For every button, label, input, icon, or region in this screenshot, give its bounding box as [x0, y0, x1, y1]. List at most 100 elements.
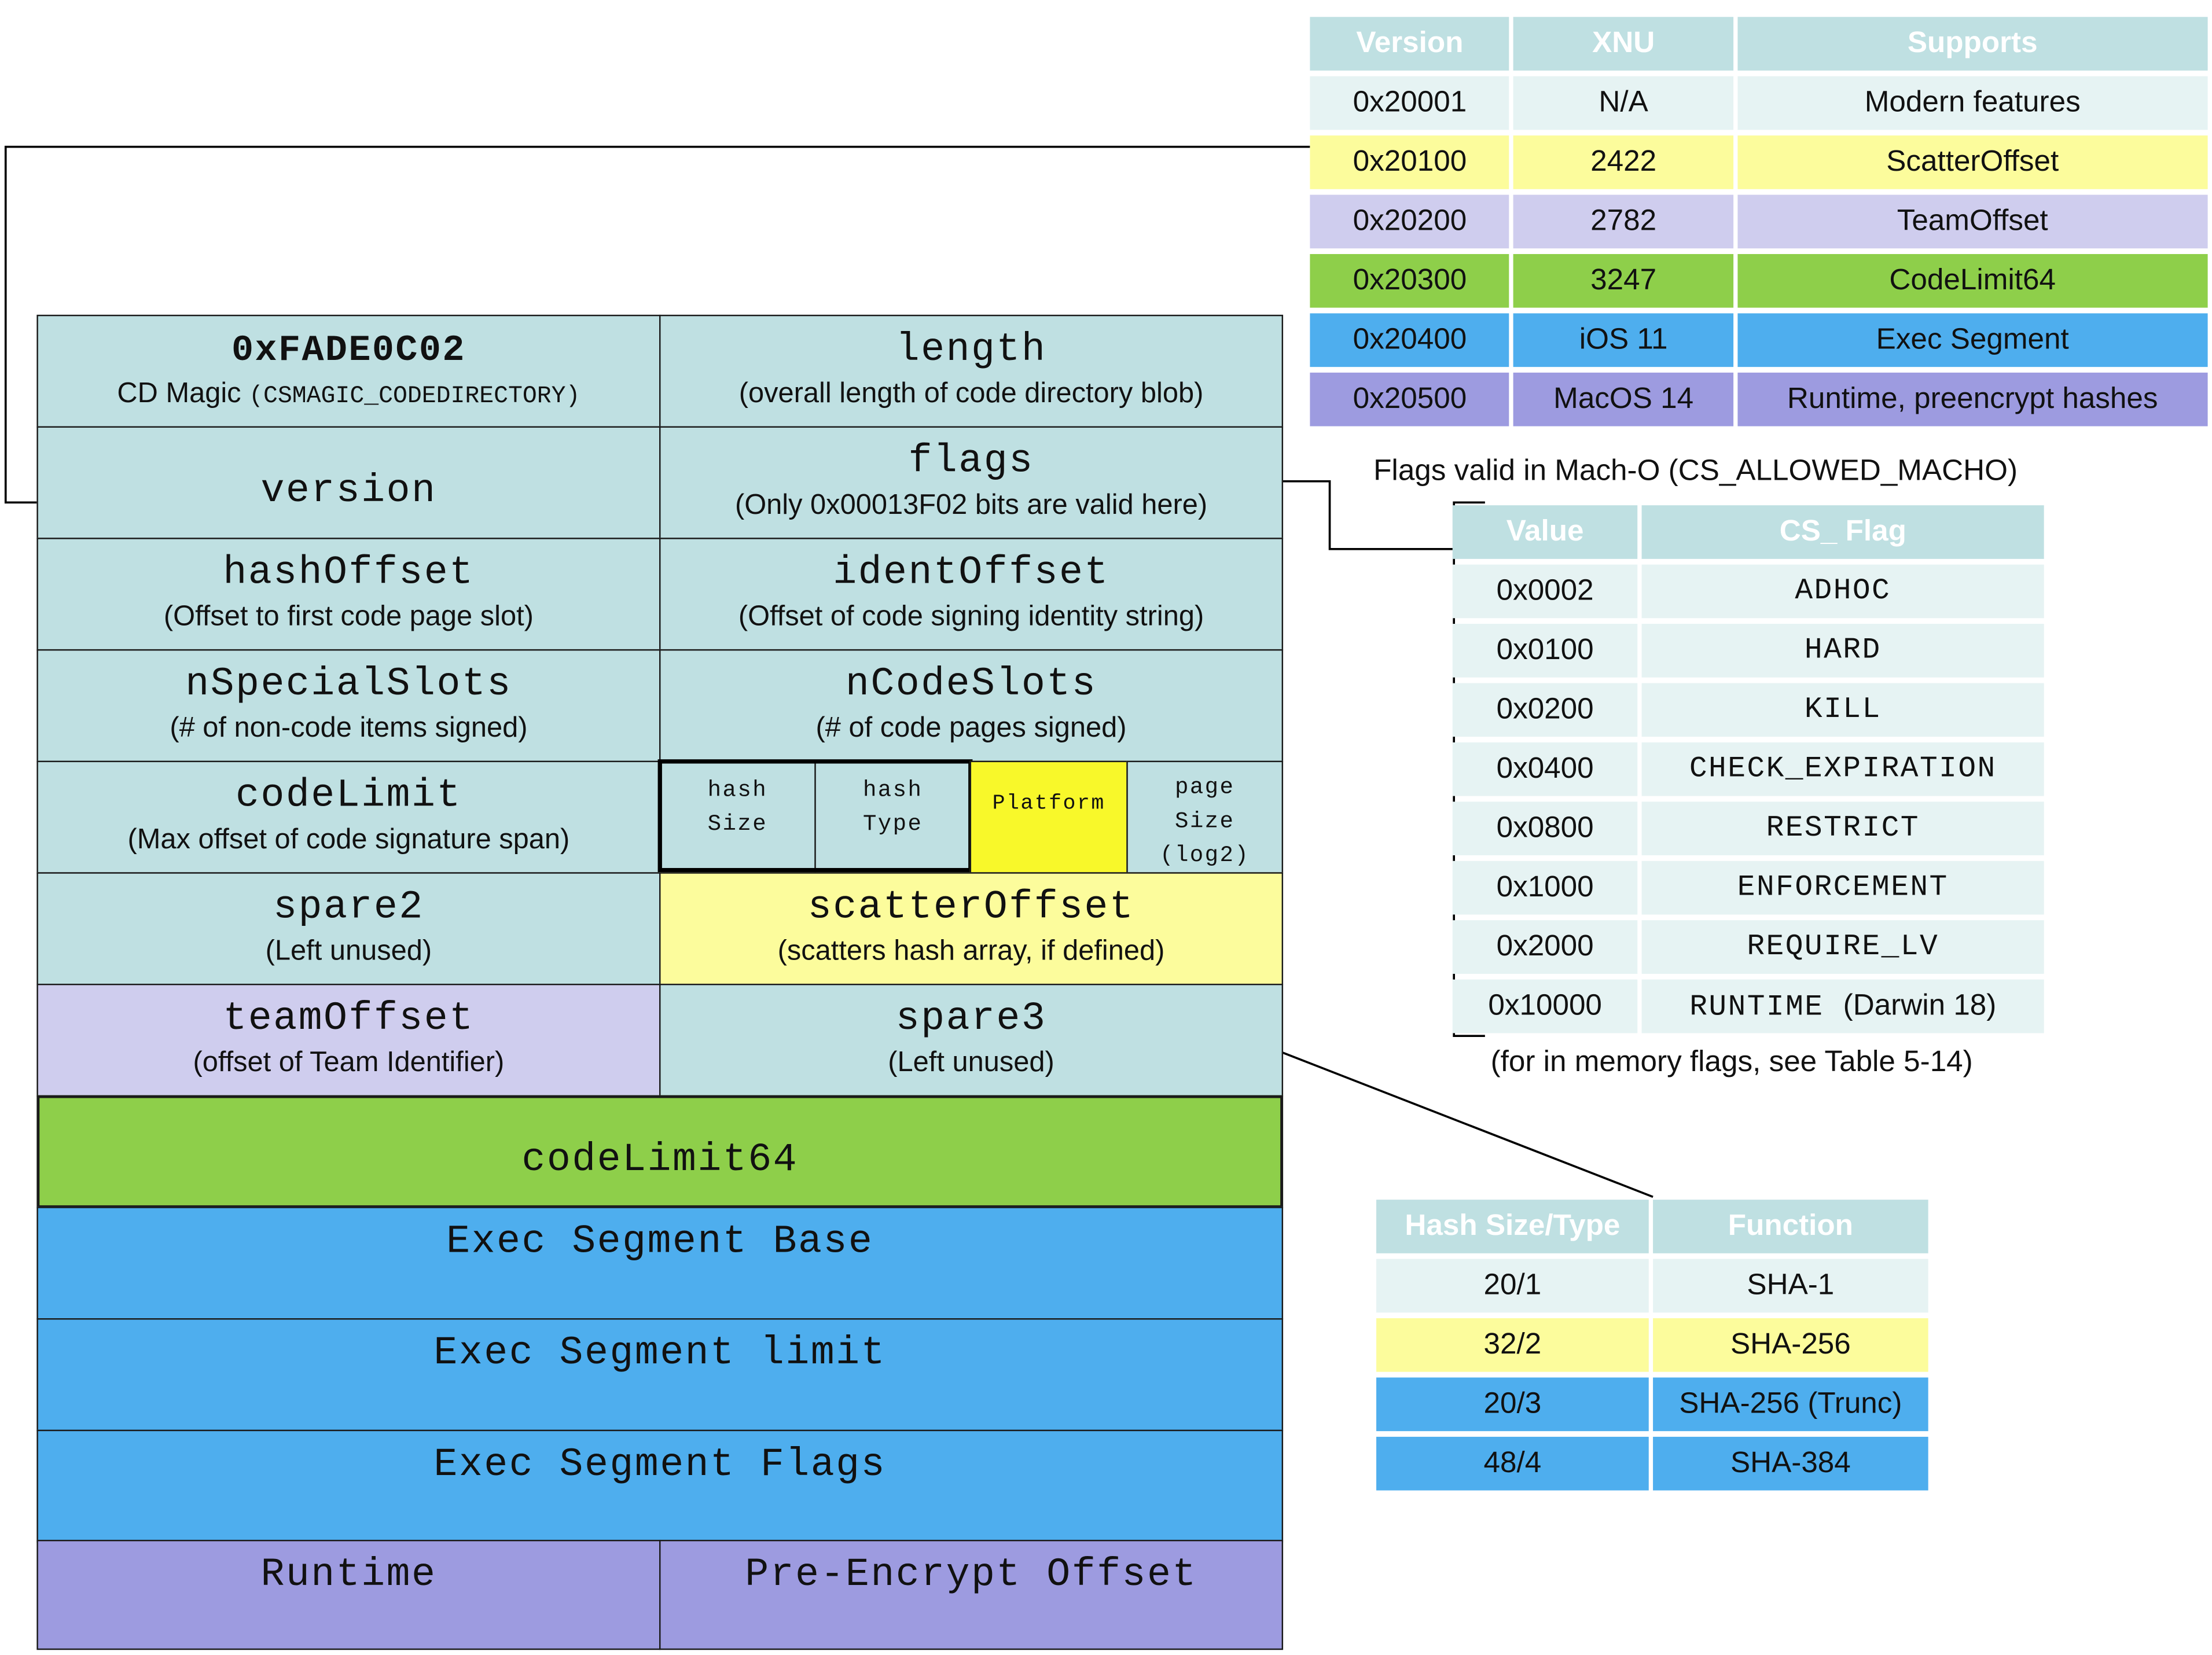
spare3-desc: (Left unused) — [888, 1047, 1054, 1079]
nspecialslots-name: nSpecialSlots — [185, 663, 512, 707]
function-header: Function — [1653, 1200, 1928, 1253]
flag-name: ADHOC — [1641, 564, 2044, 619]
version-cell: 0x20200 — [1310, 194, 1510, 249]
hash-table-header: Hash Size/Type Function — [1376, 1200, 1928, 1253]
hash-function-cell: SHA-1 — [1653, 1259, 1928, 1313]
hashsize-line1: hash — [707, 777, 768, 803]
exec-seg-flags-cell: Exec Segment Flags — [36, 1429, 1284, 1543]
codelimit-name: codeLimit — [236, 775, 462, 819]
hash-type-cell: 48/4 — [1376, 1436, 1649, 1491]
flag-row: 0x0800 RESTRICT — [1452, 801, 2044, 856]
hash-function-cell: SHA-256 — [1653, 1318, 1928, 1372]
teamoffset-name: teamOffset — [223, 998, 475, 1042]
flag-name-text: HARD — [1804, 634, 1882, 667]
length-desc: (overall length of code directory blob) — [738, 378, 1204, 410]
exec-seg-limit-name: Exec Segment limit — [433, 1332, 887, 1377]
exec-seg-limit-cell: Exec Segment limit — [36, 1318, 1284, 1432]
xnu-header: XNU — [1513, 17, 1733, 71]
flag-value: 0x1000 — [1452, 860, 1638, 915]
codelimit64-cell: codeLimit64 — [36, 1095, 1284, 1208]
version-cell: 0x20300 — [1310, 254, 1510, 308]
supports-cell: Exec Segment — [1737, 313, 2208, 367]
supports-cell: Modern features — [1737, 76, 2208, 130]
scatteroffset-desc: (scatters hash array, if defined) — [777, 936, 1165, 967]
platform-cell: Platform — [969, 760, 1128, 874]
flag-name: CHECK_EXPIRATION — [1641, 742, 2044, 796]
supports-cell: ScatterOffset — [1737, 135, 2208, 189]
supports-cell: TeamOffset — [1737, 194, 2208, 249]
preencrypt-offset-cell: Pre-Encrypt Offset — [659, 1539, 1284, 1650]
pagesize-line2: Size — [1174, 808, 1235, 834]
spare3-cell: spare3 (Left unused) — [659, 983, 1284, 1097]
supports-header: Supports — [1737, 17, 2208, 71]
version-cell: 0x20100 — [1310, 135, 1510, 189]
magic-desc: CD Magic (CSMAGIC_CODEDIRECTORY) — [117, 375, 580, 416]
flag-name-text: KILL — [1804, 693, 1882, 726]
hash-type-cell: 20/3 — [1376, 1377, 1649, 1432]
flags-cell: flags (Only 0x00013F02 bits are valid he… — [659, 426, 1284, 539]
scatteroffset-name: scatterOffset — [807, 886, 1135, 931]
flags-table-header: Value CS_ Flag — [1452, 505, 2044, 559]
hashtype-line2: Type — [862, 811, 923, 837]
platform-label: Platform — [992, 792, 1105, 816]
codelimit-cell: codeLimit (Max offset of code signature … — [36, 760, 661, 874]
runtime-cell: Runtime — [36, 1539, 661, 1650]
flag-row: 0x0002 ADHOC — [1452, 564, 2044, 619]
hash-function-cell: SHA-256 (Trunc) — [1653, 1377, 1928, 1432]
flags-name: flags — [908, 440, 1034, 484]
exec-seg-base-cell: Exec Segment Base — [36, 1207, 1284, 1320]
teamoffset-cell: teamOffset (offset of Team Identifier) — [36, 983, 661, 1097]
nspecialslots-cell: nSpecialSlots (# of non-code items signe… — [36, 649, 661, 763]
pagesize-cell: page Size (log2) — [1126, 760, 1284, 874]
codelimit64-name: codeLimit64 — [521, 1139, 799, 1183]
flag-name: REQUIRE_LV — [1641, 920, 2044, 974]
flags-desc: (Only 0x00013F02 bits are valid here) — [734, 490, 1208, 521]
flag-value: 0x0002 — [1452, 564, 1638, 619]
identoffset-desc: (Offset of code signing identity string) — [738, 601, 1204, 632]
runtime-name: Runtime — [260, 1554, 437, 1598]
scatteroffset-cell: scatterOffset (scatters hash array, if d… — [659, 872, 1284, 985]
flags-table-caption: Flags valid in Mach-O (CS_ALLOWED_MACHO) — [1373, 454, 2018, 487]
cs-flag-header: CS_ Flag — [1641, 505, 2044, 559]
magic-cell: 0xFADE0C02 CD Magic (CSMAGIC_CODEDIRECTO… — [36, 314, 661, 428]
xnu-cell: MacOS 14 — [1513, 372, 1733, 426]
supports-cell: CodeLimit64 — [1737, 254, 2208, 308]
identoffset-cell: identOffset (Offset of code signing iden… — [659, 538, 1284, 651]
flag-row: 0x1000 ENFORCEMENT — [1452, 860, 2044, 915]
flag-name: RUNTIME (Darwin 18) — [1641, 979, 2044, 1034]
flag-name-text: ENFORCEMENT — [1737, 871, 1949, 904]
identoffset-name: identOffset — [833, 551, 1109, 596]
flag-name: HARD — [1641, 624, 2044, 678]
version-name: version — [260, 470, 437, 514]
version-cell: 0x20500 — [1310, 372, 1510, 426]
spare3-name: spare3 — [895, 998, 1047, 1042]
flag-name-text: ADHOC — [1795, 575, 1891, 608]
version-cell: 0x20400 — [1310, 313, 1510, 367]
flag-value: 0x2000 — [1452, 920, 1638, 974]
hash-type-header: Hash Size/Type — [1376, 1200, 1649, 1253]
exec-seg-flags-name: Exec Segment Flags — [433, 1444, 887, 1488]
flag-name-text: RESTRICT — [1766, 812, 1920, 845]
length-name: length — [895, 329, 1047, 373]
flag-name: RESTRICT — [1641, 801, 2044, 856]
xnu-cell: 3247 — [1513, 254, 1733, 308]
codelimit-desc: (Max offset of code signature span) — [127, 824, 570, 856]
flag-name-text: RUNTIME — [1689, 991, 1824, 1024]
hashoffset-name: hashOffset — [223, 551, 475, 596]
version-cell: version — [36, 426, 661, 539]
ncodeslots-name: nCodeSlots — [845, 663, 1097, 707]
hash-size-type-highlight — [657, 759, 973, 873]
flag-value: 0x0800 — [1452, 801, 1638, 856]
